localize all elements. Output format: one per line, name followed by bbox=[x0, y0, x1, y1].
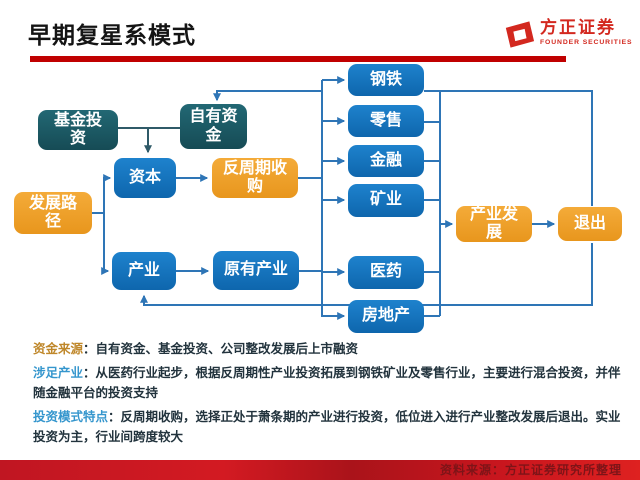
note-label-funding: 资金来源 bbox=[33, 342, 84, 356]
note-label-industries: 涉足产业 bbox=[33, 366, 84, 380]
node-capital: 资本 bbox=[114, 158, 176, 198]
note-model-features: 投资模式特点：反周期收购，选择正处于萧条期的产业进行投资，低位进入进行产业整改发… bbox=[33, 407, 630, 447]
brand-subtitle: FOUNDER SECURITIES bbox=[540, 39, 633, 46]
node-own-capital: 自有资金 bbox=[180, 104, 247, 149]
node-exit: 退出 bbox=[558, 207, 622, 241]
node-retail: 零售 bbox=[348, 105, 424, 137]
collector-left-vertical bbox=[321, 80, 346, 320]
title-underline bbox=[30, 56, 566, 62]
brand-name: 方正证券 bbox=[540, 18, 616, 37]
note-label-model: 投资模式特点 bbox=[33, 410, 109, 424]
note-body-funding: ：自有资金、基金投资、公司整改发展后上市融资 bbox=[83, 342, 359, 356]
node-mining: 矿业 bbox=[348, 184, 424, 217]
note-body-industries: ：从医药行业起步，根据反周期性产业投资拓展到钢铁矿业及零售行业，主要进行混合投资… bbox=[33, 366, 621, 400]
node-medicine: 医药 bbox=[348, 256, 424, 289]
connector-devpath-to-capital bbox=[92, 174, 112, 214]
footer-bar: 资料来源：方正证券研究所整理 bbox=[0, 460, 640, 480]
page-title: 早期复星系模式 bbox=[28, 22, 196, 48]
node-industry-development: 产业发展 bbox=[456, 206, 532, 242]
notes-block: 资金来源：自有资金、基金投资、公司整改发展后上市融资 涉足产业：从医药行业起步，… bbox=[33, 339, 630, 451]
brand-logo: 方正证券 FOUNDER SECURITIES bbox=[503, 18, 632, 49]
node-steel: 钢铁 bbox=[348, 64, 424, 96]
node-counter-cycle-acquisition: 反周期收购 bbox=[212, 158, 298, 198]
source-note: 资料来源：方正证券研究所整理 bbox=[439, 463, 622, 477]
node-development-path: 发展路径 bbox=[14, 192, 92, 234]
node-finance: 金融 bbox=[348, 145, 424, 177]
note-industries: 涉足产业：从医药行业起步，根据反周期性产业投资拓展到钢铁矿业及零售行业，主要进行… bbox=[33, 363, 630, 403]
connector-devpath-to-industry bbox=[101, 213, 110, 275]
note-funding-source: 资金来源：自有资金、基金投资、公司整改发展后上市融资 bbox=[33, 339, 630, 359]
connector-loopback-to-own-capital bbox=[213, 90, 322, 102]
node-original-industry: 原有产业 bbox=[213, 251, 299, 290]
note-body-model: ：反周期收购，选择正处于萧条期的产业进行投资，低位进入进行产业整改发展后退出。实… bbox=[33, 410, 621, 444]
node-real-estate: 房地产 bbox=[348, 300, 424, 333]
node-industry: 产业 bbox=[112, 252, 176, 290]
node-fund-investment: 基金投资 bbox=[38, 110, 118, 150]
brand-text: 方正证券 FOUNDER SECURITIES bbox=[540, 18, 632, 46]
connector-steel-to-exit-top bbox=[424, 90, 593, 206]
founder-logo-icon bbox=[505, 21, 535, 48]
